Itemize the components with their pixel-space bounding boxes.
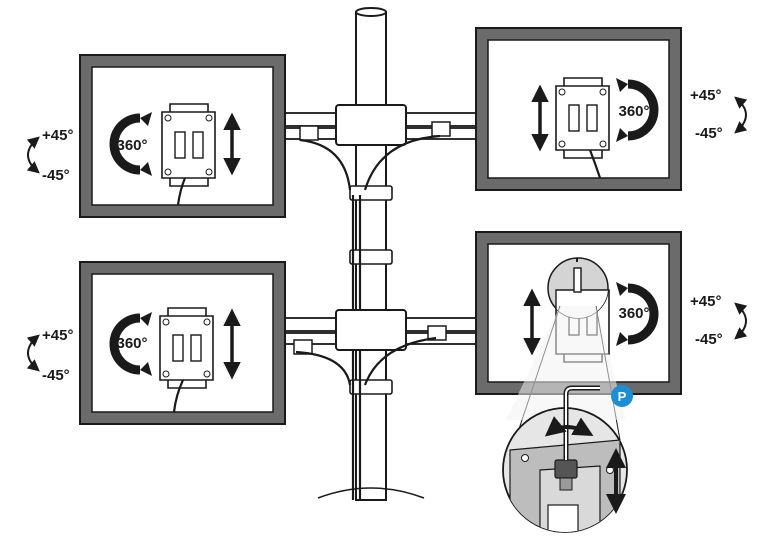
tilt-up-label: +45° [42, 327, 73, 344]
tilt-arrow-icon [26, 334, 40, 372]
tilt-down-label: -45° [695, 331, 723, 348]
tilt-down-label: -45° [42, 167, 70, 184]
tilt-arrow-icon [26, 136, 40, 174]
turn-arrow-icon [544, 416, 594, 437]
rotation-label: 360° [618, 305, 649, 322]
tilt-down-label: -45° [695, 125, 723, 142]
rotation-arrow-icon [616, 282, 659, 346]
tilt-arrow-icon [734, 302, 748, 340]
rotation-arrow-icon [109, 312, 152, 376]
monitor-top-left: 360° [79, 54, 286, 218]
rotation-arrow-icon [109, 112, 152, 176]
tilt-indicator-top-right: +45° -45° [690, 87, 748, 142]
rotation-label: 360° [116, 335, 147, 352]
vesa-plate [159, 307, 214, 389]
top-arm-assembly [239, 104, 491, 191]
vesa-plate [161, 103, 216, 187]
vesa-plate [555, 77, 610, 159]
tilt-up-label: +45° [42, 127, 73, 144]
rotation-arrow-icon [616, 78, 659, 142]
magnified-detail [502, 407, 628, 533]
tilt-up-label: +45° [690, 87, 721, 104]
tilt-arrow-icon [734, 96, 748, 134]
part-letter: P [618, 389, 627, 404]
part-badge: P [611, 385, 633, 407]
tilt-indicator-bottom-left: +45° -45° [26, 327, 73, 384]
tilt-up-label: +45° [690, 293, 721, 310]
tilt-indicator-bottom-right: +45° -45° [690, 293, 748, 348]
detail-callout: P [502, 305, 633, 533]
monitor-bottom-left: 360° [79, 261, 286, 425]
rotation-label: 360° [618, 103, 649, 120]
rotation-label: 360° [116, 137, 147, 154]
tilt-indicator-top-left: +45° -45° [26, 127, 73, 184]
mounting-pole [317, 7, 425, 501]
monitor-top-right: 360° [475, 27, 682, 191]
tilt-down-label: -45° [42, 367, 70, 384]
part-badge-circle [611, 385, 633, 407]
hex-key-icon [563, 385, 600, 460]
